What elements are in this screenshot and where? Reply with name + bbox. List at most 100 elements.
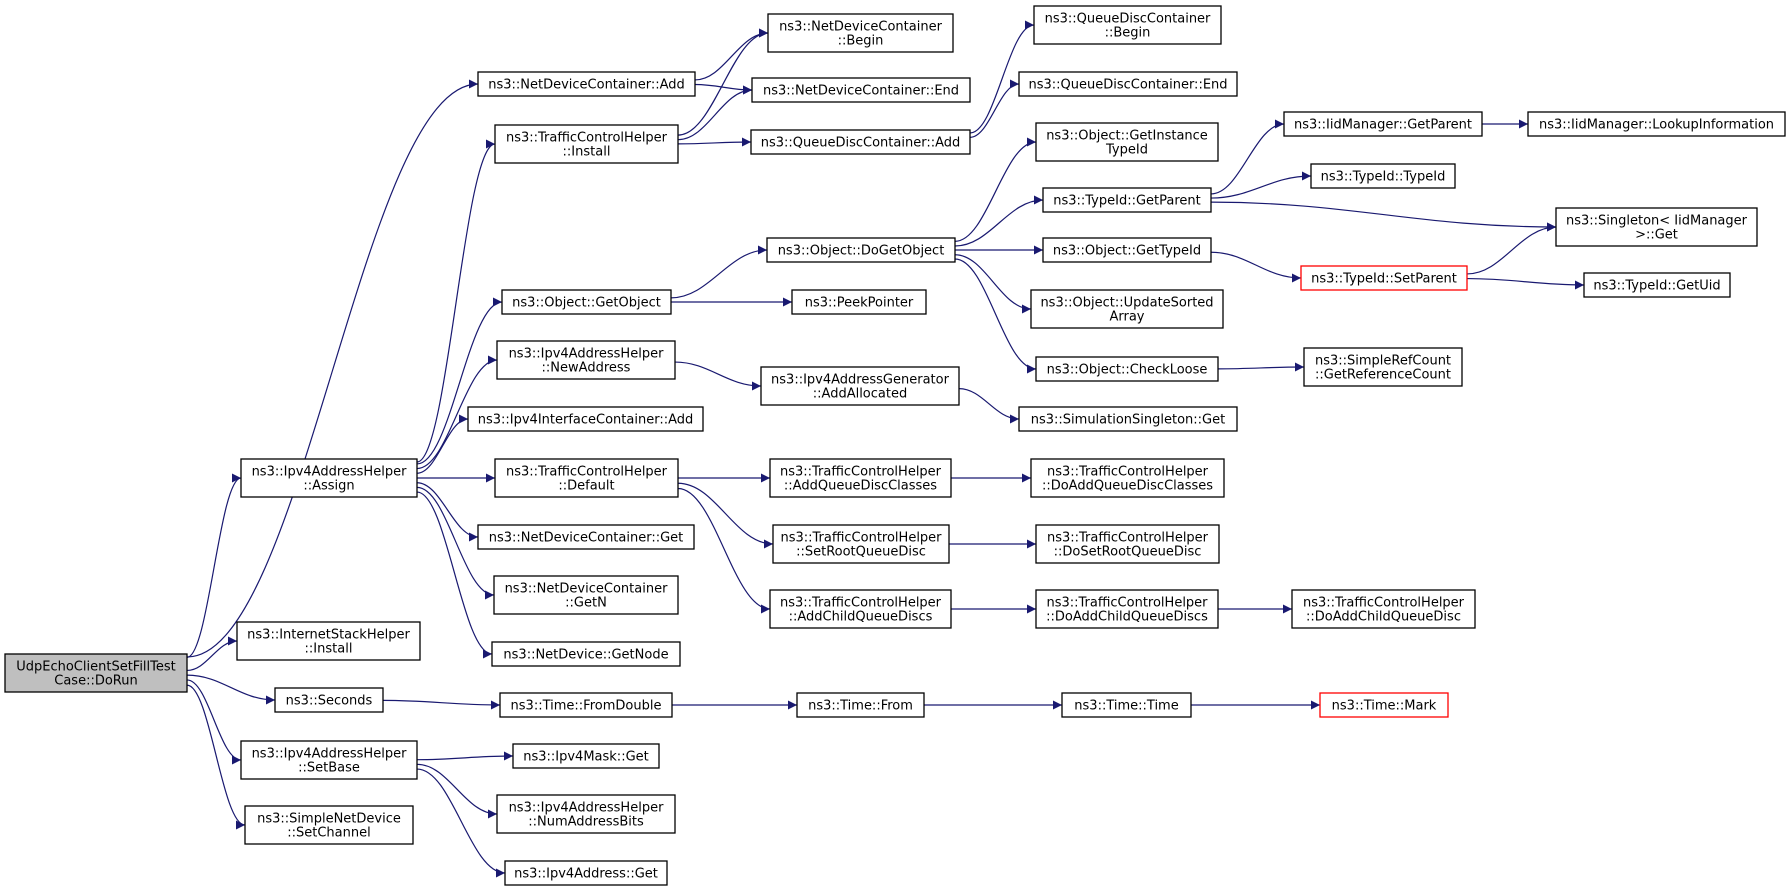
edge-obj-dogetobject-to-obj-checkloose	[954, 258, 1037, 374]
edge-typeid-getparent-to-iid-getparent	[1210, 119, 1285, 195]
node-label: >::Get	[1635, 228, 1678, 243]
edge	[954, 137, 1037, 242]
node-ipv4ah-assign[interactable]: ns3::Ipv4AddressHelper::Assign	[240, 458, 418, 498]
edge-ipv4ah-assign-to-tch-install	[416, 139, 496, 463]
node-tch-install[interactable]: ns3::TrafficControlHelper::Install	[494, 124, 679, 164]
node-ndc-end[interactable]: ns3::NetDeviceContainer::End	[751, 77, 971, 103]
node-ish-install[interactable]: ns3::InternetStackHelper::Install	[236, 621, 421, 661]
edge-typeid-setparent-to-typeid-getuid	[1466, 277, 1585, 290]
node-ipv4addr-get[interactable]: ns3::Ipv4Address::Get	[504, 860, 668, 886]
node-tch-doaddqdclasses[interactable]: ns3::TrafficControlHelper::DoAddQueueDis…	[1030, 458, 1225, 498]
node-ipv4ah-setbase[interactable]: ns3::Ipv4AddressHelper::SetBase	[240, 740, 418, 780]
node-label: ns3::Object::GetObject	[512, 296, 661, 311]
edge-typeid-getparent-to-typeid-typeid	[1210, 171, 1312, 199]
node-obj-checkloose[interactable]: ns3::Object::CheckLoose	[1035, 356, 1219, 382]
node-time-mark[interactable]: ns3::Time::Mark	[1319, 692, 1449, 718]
node-label: ns3::Time::Time	[1074, 699, 1178, 714]
node-ipv4ah-newaddress[interactable]: ns3::Ipv4AddressHelper::NewAddress	[496, 340, 676, 380]
edge	[670, 245, 768, 299]
node-box	[467, 406, 704, 432]
node-iid-getparent[interactable]: ns3::IidManager::GetParent	[1283, 111, 1483, 137]
node-simplerefcount[interactable]: ns3::SimpleRefCount::GetReferenceCount	[1303, 347, 1463, 387]
node-ipv4ah-numbits[interactable]: ns3::Ipv4AddressHelper::NumAddressBits	[496, 794, 676, 834]
node-simsingleton-get[interactable]: ns3::SimulationSingleton::Get	[1018, 406, 1238, 432]
node-tch-doaddchildqds[interactable]: ns3::TrafficControlHelper::DoAddChildQue…	[1035, 589, 1219, 629]
node-box	[1018, 71, 1238, 97]
node-label: ::SetBase	[298, 761, 360, 776]
node-obj-dogetobject[interactable]: ns3::Object::DoGetObject	[766, 237, 956, 263]
node-typeid-getparent[interactable]: ns3::TypeId::GetParent	[1042, 187, 1212, 213]
node-peekpointer[interactable]: ns3::PeekPointer	[791, 289, 927, 315]
node-ipv4ic-add[interactable]: ns3::Ipv4InterfaceContainer::Add	[467, 406, 704, 432]
edge-layer	[186, 20, 1585, 878]
node-tch-default[interactable]: ns3::TrafficControlHelper::Default	[494, 458, 679, 498]
node-label: ns3::TrafficControlHelper	[1047, 465, 1209, 480]
node-qdc-begin[interactable]: ns3::QueueDiscContainer::Begin	[1033, 5, 1222, 45]
edge	[186, 79, 479, 658]
node-box	[750, 129, 971, 155]
edge-ipv4ah-assign-to-nd-getnode	[416, 491, 493, 659]
edge-ndc-add-to-ndc-end	[694, 83, 753, 95]
node-label: ns3::InternetStackHelper	[247, 628, 410, 643]
node-label: ::Install	[305, 642, 353, 657]
node-box	[1303, 347, 1463, 387]
node-tch-addqdclasses[interactable]: ns3::TrafficControlHelper::AddQueueDiscC…	[769, 458, 952, 498]
node-qdc-add[interactable]: ns3::QueueDiscContainer::Add	[750, 129, 971, 155]
node-tch-setrootqd[interactable]: ns3::TrafficControlHelper::SetRootQueueD…	[772, 524, 950, 564]
edge	[416, 482, 479, 542]
node-label: ::SetChannel	[287, 826, 370, 841]
node-time-fromdouble[interactable]: ns3::Time::FromDouble	[499, 692, 673, 718]
node-iid-lookup[interactable]: ns3::IidManager::LookupInformation	[1527, 111, 1786, 137]
edge-ipv4ah-assign-to-ndc-getn	[416, 486, 495, 600]
node-ipv4ag-addallocated[interactable]: ns3::Ipv4AddressGenerator::AddAllocated	[760, 366, 960, 406]
node-time-from[interactable]: ns3::Time::From	[796, 692, 925, 718]
node-label: ns3::Object::CheckLoose	[1047, 363, 1208, 378]
node-box	[1042, 237, 1212, 263]
node-label: ns3::Ipv4InterfaceContainer::Add	[478, 413, 694, 428]
node-obj-getobject[interactable]: ns3::Object::GetObject	[501, 289, 672, 315]
node-qdc-end[interactable]: ns3::QueueDiscContainer::End	[1018, 71, 1238, 97]
edge	[186, 473, 242, 658]
node-snd-setchannel[interactable]: ns3::SimpleNetDevice::SetChannel	[244, 805, 414, 845]
node-box	[1033, 5, 1222, 45]
node-tch-addchildqds[interactable]: ns3::TrafficControlHelper::AddChildQueue…	[769, 589, 952, 629]
node-seconds[interactable]: ns3::Seconds	[274, 687, 384, 713]
edge	[969, 79, 1020, 138]
node-ndc-begin[interactable]: ns3::NetDeviceContainer::Begin	[767, 13, 954, 53]
edge-root-to-ipv4ah-assign	[186, 473, 242, 658]
node-ipv4mask-get[interactable]: ns3::Ipv4Mask::Get	[512, 743, 660, 769]
node-typeid-typeid[interactable]: ns3::TypeId::TypeId	[1310, 163, 1456, 189]
node-label: ns3::Ipv4AddressHelper	[509, 347, 665, 362]
node-box	[1035, 356, 1219, 382]
node-time-time[interactable]: ns3::Time::Time	[1061, 692, 1192, 718]
node-label: ::DoSetRootQueueDisc	[1054, 545, 1202, 560]
node-label: ::AddChildQueueDiscs	[789, 610, 933, 625]
node-box	[1583, 272, 1731, 298]
node-ndc-get[interactable]: ns3::NetDeviceContainer::Get	[477, 524, 695, 550]
node-box	[767, 13, 954, 53]
node-nd-getnode[interactable]: ns3::NetDevice::GetNode	[491, 641, 681, 667]
node-typeid-getuid[interactable]: ns3::TypeId::GetUid	[1583, 272, 1731, 298]
edge	[969, 20, 1035, 134]
node-box	[512, 743, 660, 769]
edge	[1210, 119, 1285, 195]
node-ndc-add[interactable]: ns3::NetDeviceContainer::Add	[477, 71, 696, 97]
node-label: ::Begin	[1105, 26, 1151, 41]
node-typeid-setparent[interactable]: ns3::TypeId::SetParent	[1300, 265, 1468, 291]
node-box	[769, 458, 952, 498]
node-tch-dosetrootqd[interactable]: ns3::TrafficControlHelper::DoSetRootQueu…	[1035, 524, 1220, 564]
node-tch-doaddchildqd[interactable]: ns3::TrafficControlHelper::DoAddChildQue…	[1291, 589, 1476, 629]
node-label: ::Assign	[303, 479, 354, 494]
edge-root-to-ish-install	[186, 636, 238, 672]
node-label: ::AddQueueDiscClasses	[784, 479, 937, 494]
edge-ipv4ah-setbase-to-ipv4mask-get	[416, 751, 514, 761]
node-ndc-getn[interactable]: ns3::NetDeviceContainer::GetN	[493, 575, 679, 615]
node-label: ::DoAddChildQueueDiscs	[1046, 610, 1208, 625]
node-singleton-get[interactable]: ns3::Singleton< IidManager >::Get	[1555, 207, 1758, 247]
node-obj-gettypeid[interactable]: ns3::Object::GetTypeId	[1042, 237, 1212, 263]
edge-tch-install-to-qdc-add	[677, 137, 752, 147]
node-label: ns3::Ipv4AddressHelper	[252, 465, 408, 480]
